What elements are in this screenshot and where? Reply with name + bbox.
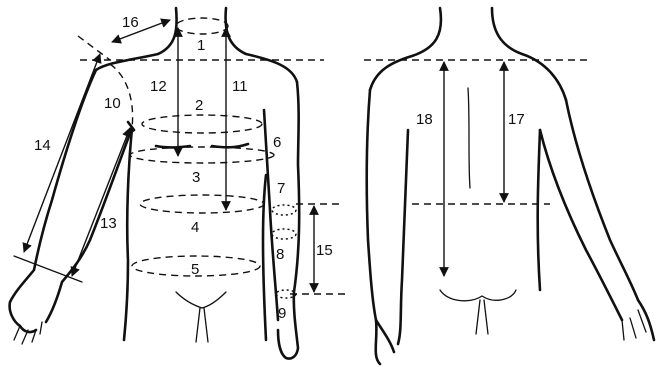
label-8: 8 xyxy=(276,246,284,263)
label-4: 4 xyxy=(191,219,199,236)
label-16: 16 xyxy=(122,14,139,31)
back-neck-left xyxy=(370,8,441,90)
ellipse-chest xyxy=(142,115,262,133)
back-neck-right xyxy=(492,8,566,100)
label-2: 2 xyxy=(195,97,203,114)
back-figure xyxy=(364,8,654,364)
label-11: 11 xyxy=(232,78,248,95)
armpit-mark xyxy=(128,122,134,134)
back-spine xyxy=(468,88,470,188)
label-9: 9 xyxy=(278,305,286,322)
label-14: 14 xyxy=(34,137,51,154)
arrow-13 xyxy=(72,128,130,276)
front-figure xyxy=(10,8,346,359)
front-right-waist xyxy=(263,175,266,340)
ellipse-waist xyxy=(140,195,264,213)
back-right-hand xyxy=(622,310,646,340)
shoulder-diagonal xyxy=(78,36,110,60)
back-right-torso xyxy=(538,130,540,290)
front-groin xyxy=(176,292,226,308)
back-left-hand xyxy=(376,320,394,352)
front-left-arm-outer xyxy=(10,70,96,332)
label-3: 3 xyxy=(192,169,200,186)
ellipse-upper-arm xyxy=(272,205,296,215)
ellipse-forearm xyxy=(272,229,296,239)
label-12: 12 xyxy=(150,78,167,95)
label-15: 15 xyxy=(316,242,333,259)
label-13: 13 xyxy=(100,215,117,232)
label-5: 5 xyxy=(191,261,199,278)
label-10: 10 xyxy=(104,95,121,112)
label-6: 6 xyxy=(273,134,281,151)
back-left-inner xyxy=(398,130,408,344)
back-buttocks xyxy=(440,290,516,301)
back-crease xyxy=(476,300,488,334)
label-1: 1 xyxy=(197,37,205,54)
front-neck-right xyxy=(226,8,297,82)
ellipse-underbust xyxy=(130,147,274,163)
back-right-arm xyxy=(566,100,654,340)
ellipse-neck xyxy=(176,18,228,34)
front-left-torso xyxy=(124,128,132,340)
front-groin-center xyxy=(196,308,208,342)
label-17: 17 xyxy=(508,111,525,128)
arrow-16 xyxy=(112,20,170,42)
label-7: 7 xyxy=(277,180,285,197)
label-18: 18 xyxy=(416,111,433,128)
